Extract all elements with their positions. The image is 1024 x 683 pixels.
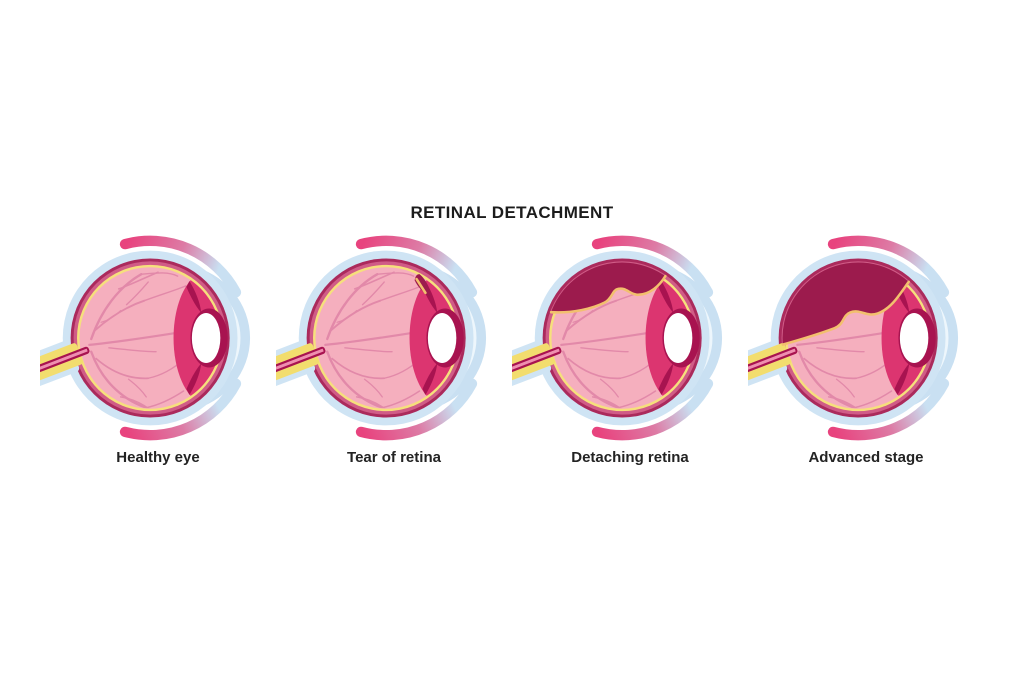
stage-caption: Detaching retina [571, 449, 689, 466]
detachment-pool [551, 262, 666, 313]
eye-figure-detaching: Detaching retina [512, 230, 748, 466]
detachment-pool [782, 262, 909, 345]
eye-figure-advanced: Advanced stage [748, 230, 984, 466]
eye-figure-healthy: Healthy eye [40, 230, 276, 466]
detached-retina-edge [549, 274, 667, 314]
detached-retina-edge [781, 280, 910, 346]
page-title: RETINAL DETACHMENT [410, 203, 614, 222]
stage-caption: Healthy eye [116, 449, 200, 466]
stage-caption: Tear of retina [347, 449, 441, 466]
healthy-eye-illustration [40, 230, 276, 446]
stages-row: Healthy eye Tear of retina Detaching ret… [40, 230, 984, 466]
advanced-stage-illustration [748, 230, 984, 446]
tear-of-retina-illustration [276, 230, 512, 446]
detaching-retina-illustration [512, 230, 748, 446]
eye-figure-tear: Tear of retina [276, 230, 512, 466]
retinal-tear-edge [415, 277, 427, 295]
stage-caption: Advanced stage [808, 449, 924, 466]
